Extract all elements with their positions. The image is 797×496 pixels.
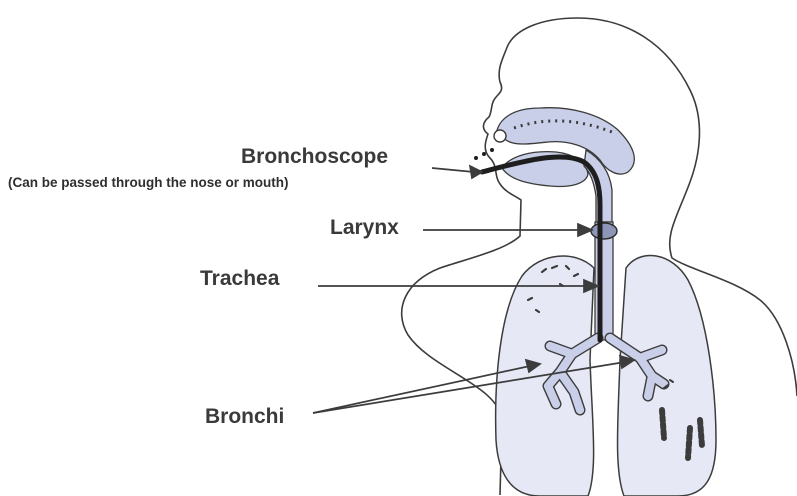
bronchi-label: Bronchi [205, 405, 284, 429]
bronchoscope-note: (Can be passed through the nose or mouth… [8, 175, 289, 190]
right-lung [618, 256, 717, 496]
larynx-label: Larynx [330, 216, 399, 240]
bronchoscope-label: Bronchoscope [241, 145, 388, 169]
bronchoscope-arrow [432, 168, 474, 172]
larynx-ring [591, 223, 617, 239]
trachea-label: Trachea [200, 267, 279, 291]
left-lung [496, 256, 594, 496]
nostril [494, 130, 506, 142]
